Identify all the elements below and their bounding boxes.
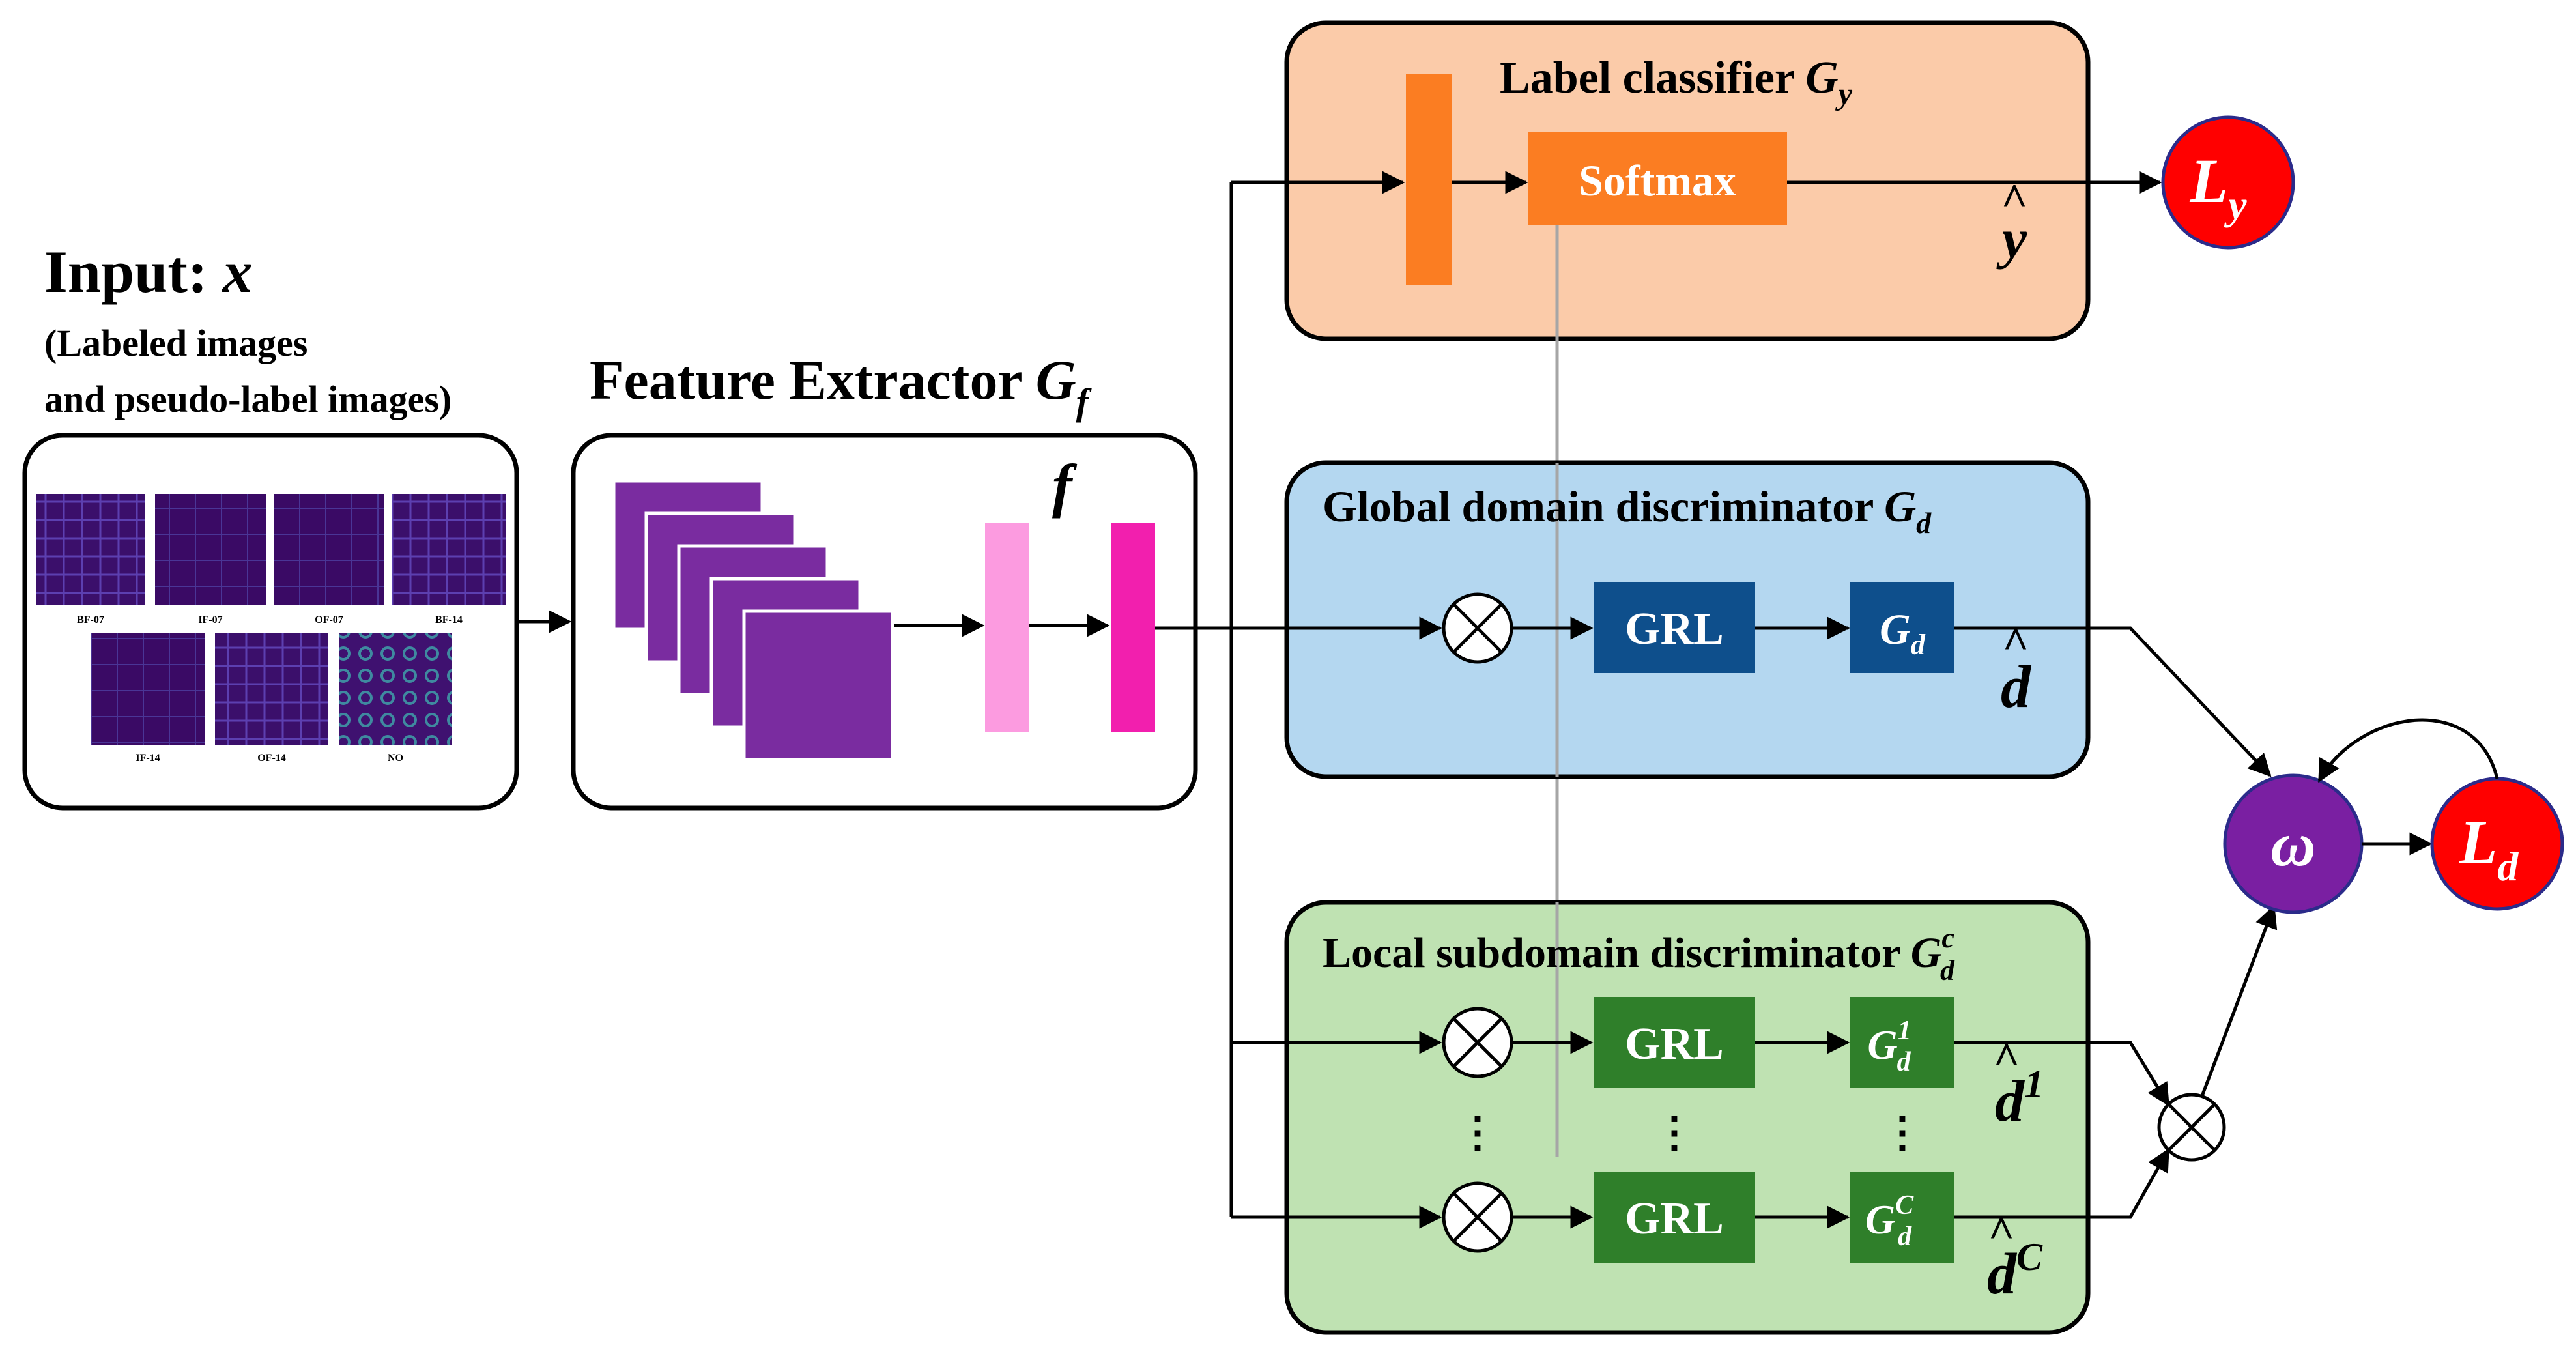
- local-gd-block-1: [1850, 997, 1954, 1088]
- thumbnail-label-if07: IF-07: [198, 614, 222, 626]
- thumbnail-of07: [274, 494, 384, 605]
- thumbnail-label-of14: OF-14: [257, 753, 286, 764]
- local-output-dc-hat-mark: ^: [1988, 1207, 2015, 1258]
- fc-layer-1: [985, 523, 1029, 732]
- feature-map: [742, 609, 894, 762]
- thumbnail-label-if14: IF-14: [136, 753, 160, 764]
- multiply-icon: [1442, 1181, 1513, 1253]
- global-grl-label: GRL: [1625, 604, 1724, 654]
- global-discriminator-section: Global domain discriminator Gd GRL Gd d …: [1231, 460, 2091, 779]
- vertical-dots: ⋮: [1653, 1109, 1696, 1157]
- local-grl-block-1: [1594, 997, 1755, 1088]
- input-thumbnails: BF-07 IF-07 OF-07 BF-14 IF-14 OF-14 NO: [36, 494, 506, 764]
- global-discriminator-title: Global domain discriminator Gd: [1323, 482, 1932, 540]
- aggregator-multiply-icon: [2157, 1093, 2226, 1162]
- arrow-ld-feedback-to-omega: [2317, 718, 2499, 783]
- local-output-dc-hat: dC: [1987, 1235, 2043, 1306]
- thumbnail-label-bf14: BF-14: [435, 614, 463, 626]
- global-gd-block: [1850, 582, 1954, 673]
- global-grl-block: [1594, 582, 1755, 673]
- vertical-dots: ⋮: [1881, 1109, 1924, 1157]
- omega-label: ω: [2270, 809, 2315, 879]
- softmax-label: Softmax: [1579, 156, 1736, 205]
- multiply-icon: [1442, 1007, 1513, 1078]
- local-grl-block-c: [1594, 1172, 1755, 1263]
- thumbnail-if07: [155, 494, 266, 605]
- loss-section: ω Ld Ly: [1954, 115, 2564, 1219]
- arrow-localc-to-aggregator: [1954, 1147, 2170, 1219]
- global-output-hat-mark: ^: [2003, 618, 2029, 669]
- local-grl-label-c: GRL: [1625, 1194, 1724, 1244]
- input-section: Input: x (Labeled images and pseudo-labe…: [22, 238, 519, 811]
- global-gd-label: Gd: [1880, 606, 1926, 661]
- fc-layer-2: [1111, 523, 1155, 732]
- thumbnail-of14: [215, 633, 328, 745]
- label-classifier-title: Label classifier Gy: [1500, 53, 1853, 111]
- loss-ly-label: Ly: [2189, 146, 2247, 228]
- feature-extractor-title: Feature Extractor Gf: [590, 349, 1093, 423]
- vertical-dots: ⋮: [1456, 1109, 1499, 1157]
- thumbnail-bf14: [392, 494, 506, 605]
- thumbnail-bf07: [36, 494, 145, 605]
- softmax-block: [1528, 132, 1787, 225]
- input-subtitle-line1: (Labeled images: [44, 322, 308, 364]
- local-gd-block-c: [1850, 1172, 1954, 1263]
- input-subtitle-line2: and pseudo-label images): [44, 378, 451, 420]
- local-output-d1-hat: d1: [1995, 1063, 2044, 1134]
- input-title: Input: x: [44, 238, 253, 305]
- classifier-fc-layer: [1406, 74, 1452, 285]
- thumbnail-label-bf07: BF-07: [77, 614, 104, 626]
- arrow-local1-to-aggregator: [1954, 1041, 2170, 1106]
- thumbnail-label-of07: OF-07: [315, 614, 343, 626]
- thumbnail-if14: [91, 633, 205, 745]
- feature-extractor-section: Feature Extractor Gf f: [571, 349, 1198, 811]
- thumbnail-label-no: NO: [388, 753, 403, 764]
- conv-feature-maps: [612, 479, 894, 762]
- arrow-global-to-omega: [1954, 626, 2272, 777]
- local-grl-label-1: GRL: [1625, 1019, 1724, 1069]
- loss-ly-node: [2161, 115, 2295, 250]
- label-classifier-section: Label classifier Gy Softmax y ^: [1231, 20, 2162, 341]
- multiply-icon: [1442, 592, 1513, 664]
- arrow-aggregator-to-omega: [2200, 904, 2278, 1097]
- thumbnail-no: [339, 633, 452, 745]
- global-output-d-hat: d: [2001, 654, 2032, 720]
- loss-ld-label: Ld: [2459, 807, 2519, 889]
